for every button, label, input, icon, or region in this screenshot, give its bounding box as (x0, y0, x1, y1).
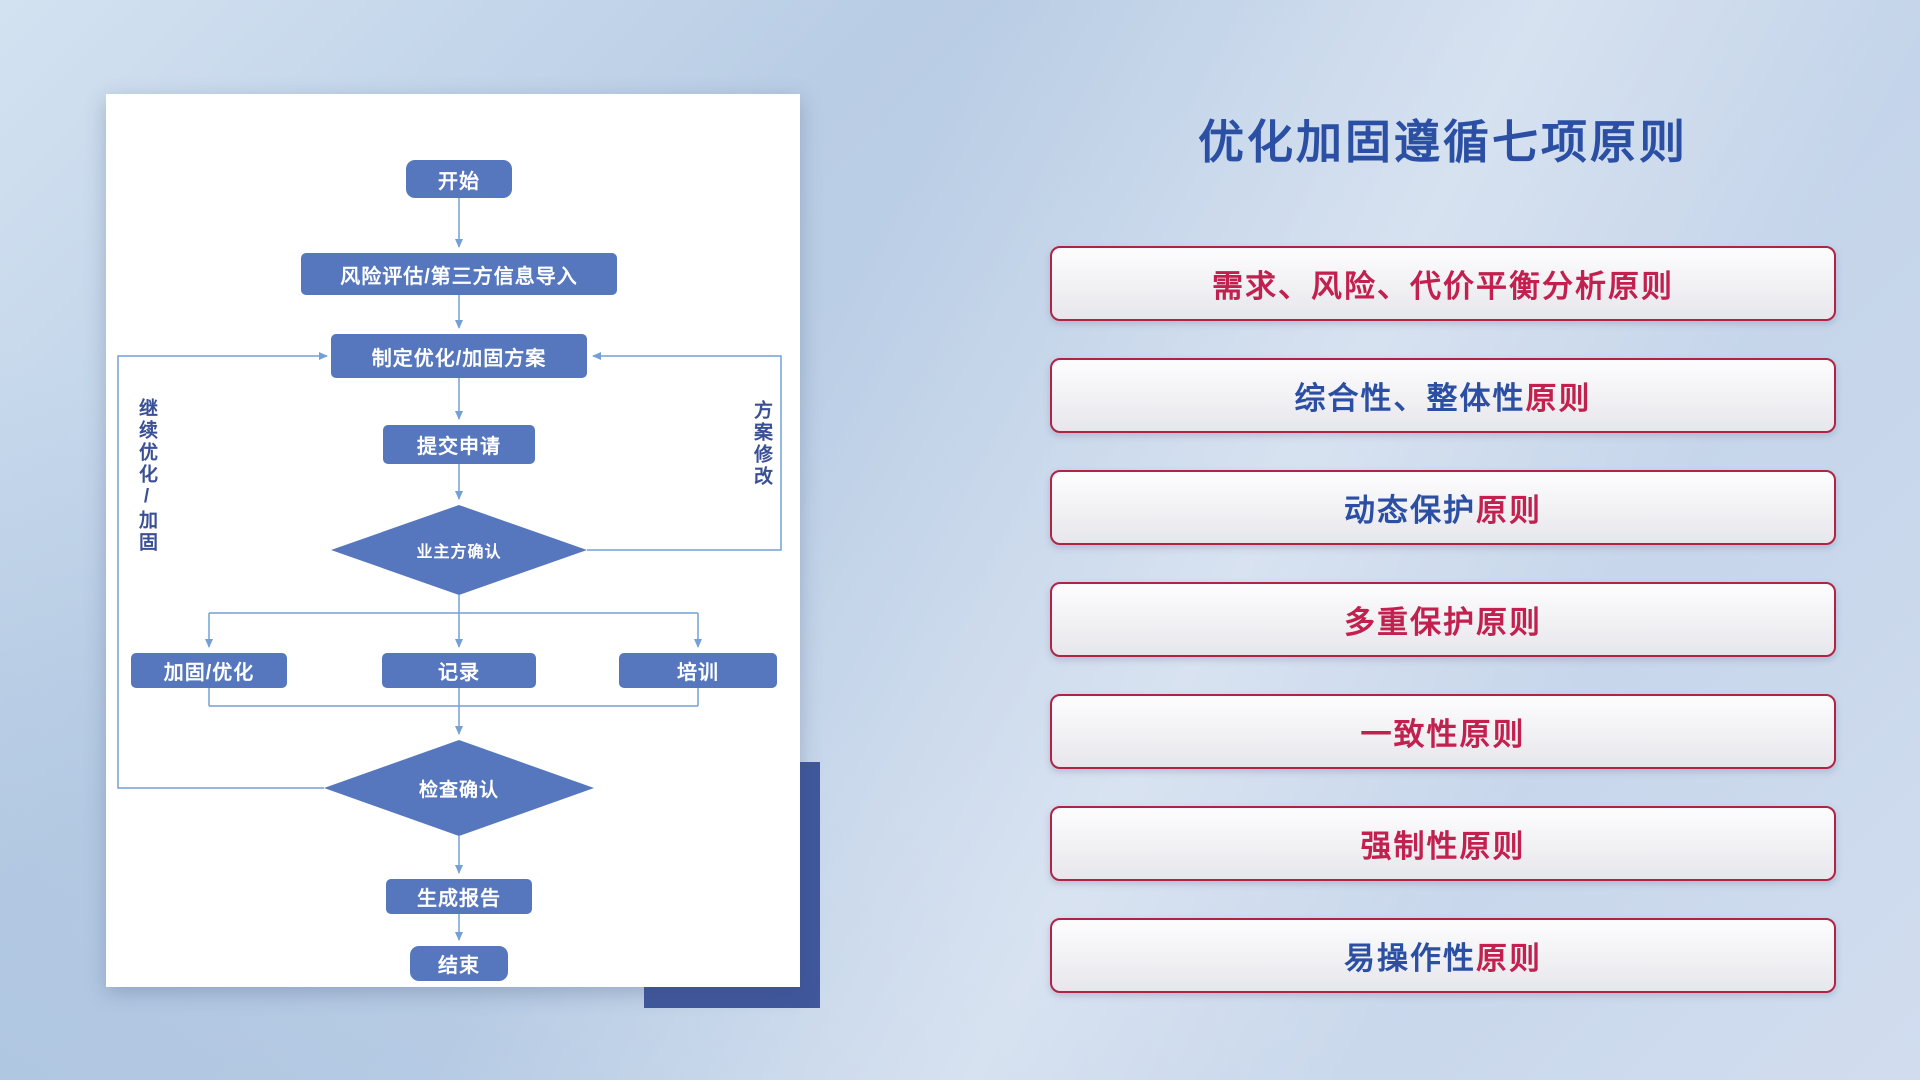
node-record: 记录 (382, 653, 536, 688)
page-title: 优化加固遵循七项原则 (1198, 116, 1688, 168)
edge-label-continue-optimize: 继续优化/加固 (136, 398, 157, 554)
principle-text: 强制性原则 (1360, 829, 1526, 864)
principle-item: 易操作性原则 (1050, 918, 1836, 993)
node-end: 结束 (410, 946, 508, 981)
node-make-plan: 制定优化/加固方案 (331, 334, 587, 378)
principles-list: 需求、风险、代价平衡分析原则综合性、整体性原则动态保护原则多重保护原则一致性原则… (1050, 246, 1836, 993)
principle-text: 原则 (1476, 493, 1542, 528)
node-reinforce-optimize: 加固/优化 (131, 653, 287, 688)
node-risk-import: 风险评估/第三方信息导入 (301, 253, 617, 295)
node-training: 培训 (619, 653, 777, 688)
node-start: 开始 (406, 160, 512, 198)
principle-text: 原则 (1476, 941, 1542, 976)
principle-item: 需求、风险、代价平衡分析原则 (1050, 246, 1836, 321)
principle-text: 需求、风险、代价平衡分析原则 (1212, 269, 1674, 304)
principle-item: 综合性、整体性原则 (1050, 358, 1836, 433)
principle-item: 多重保护原则 (1050, 582, 1836, 657)
principle-text: 原则 (1525, 381, 1592, 416)
principle-text: 动态保护 (1344, 493, 1476, 528)
edge-label-plan-modify: 方案修改 (751, 400, 772, 488)
principle-item: 一致性原则 (1050, 694, 1836, 769)
node-generate-report: 生成报告 (386, 879, 532, 914)
principle-text: 多重保护原则 (1344, 605, 1542, 640)
flow-connectors (117, 198, 782, 941)
node-submit-request: 提交申请 (383, 425, 535, 464)
flowchart-card: 开始 风险评估/第三方信息导入 制定优化/加固方案 提交申请 业主方确认 加固/… (106, 94, 800, 987)
principle-text: 综合性、整体性 (1294, 381, 1526, 416)
principle-text: 一致性原则 (1360, 717, 1526, 752)
principle-item: 动态保护原则 (1050, 470, 1836, 545)
principle-text: 易操作性 (1344, 941, 1476, 976)
principle-item: 强制性原则 (1050, 806, 1836, 881)
